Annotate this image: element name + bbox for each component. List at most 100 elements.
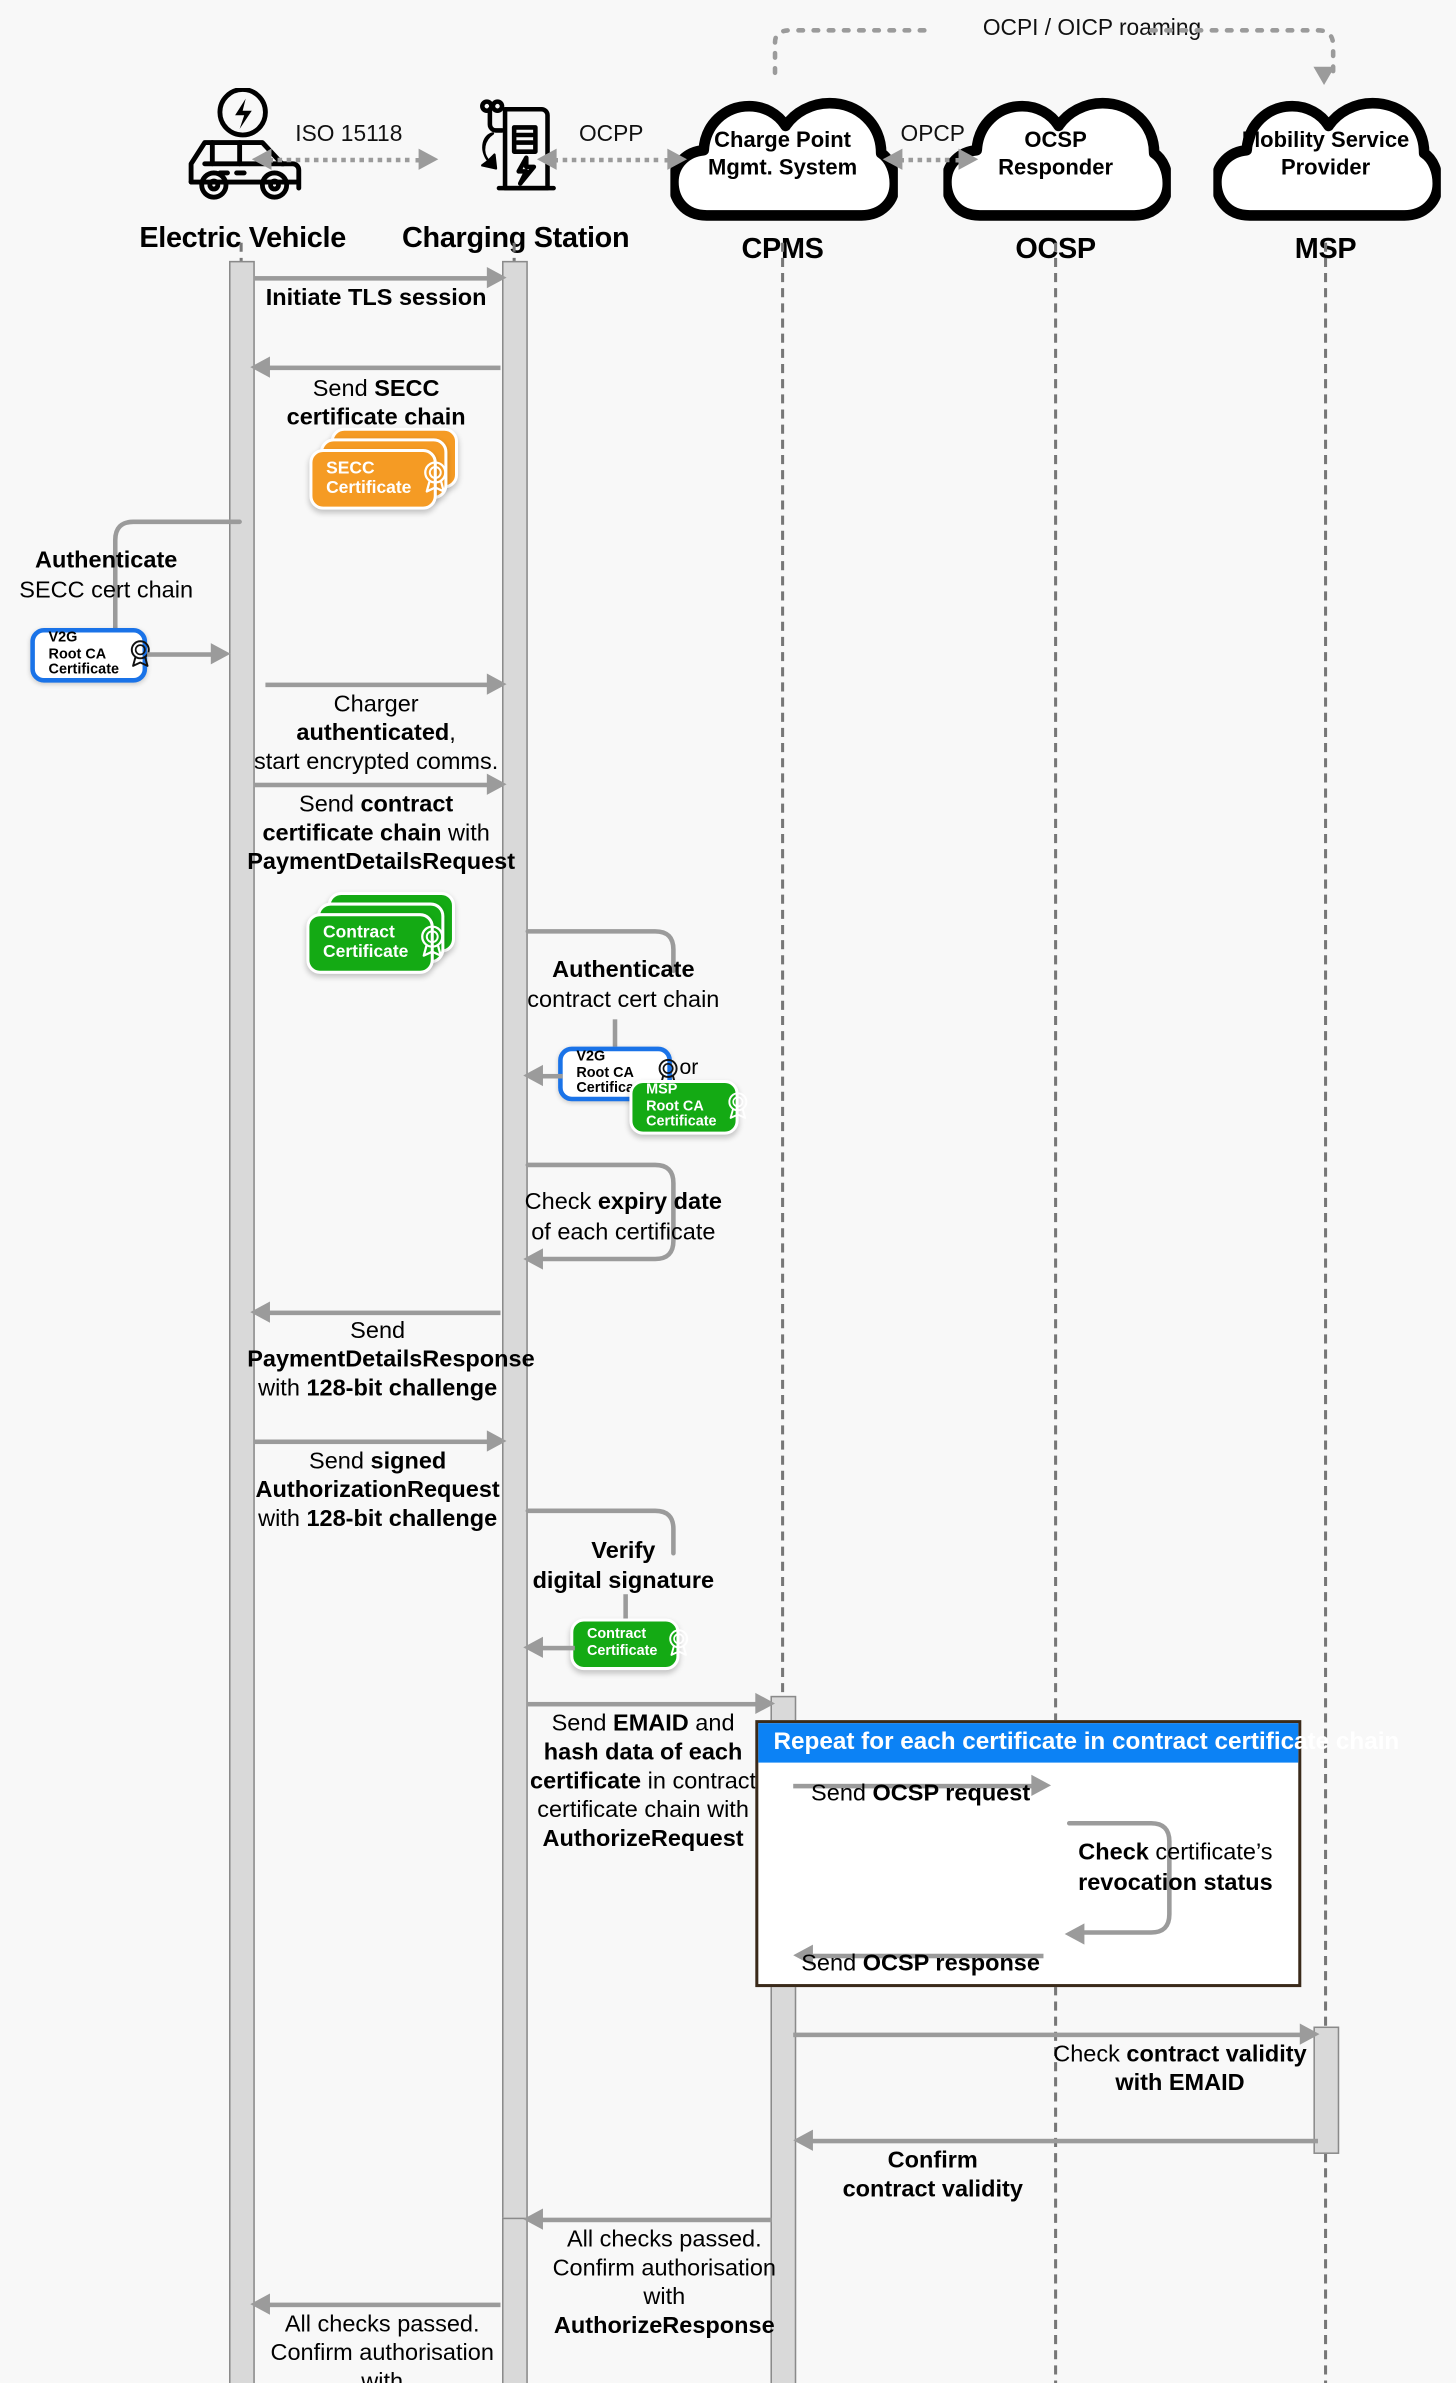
protocol-label-iso15118: ISO 15118 (295, 121, 403, 148)
message-line-send-emaid (526, 1701, 757, 1707)
protocol-line-ocpi-oicp (766, 21, 1373, 82)
electric-car-icon (106, 87, 379, 214)
arrowhead-left-icon (1064, 1923, 1085, 1945)
arrowhead-left-icon (536, 148, 557, 170)
loop-fragment-title: Repeat for each certificate in contract … (758, 1723, 1399, 1763)
arrowhead-down-icon (1313, 66, 1335, 85)
certificate-seal-icon (417, 924, 447, 964)
activation-msp (1313, 2026, 1340, 2154)
arrowhead-left-icon (882, 148, 903, 170)
arrowhead-left-icon (523, 2208, 543, 2230)
actor-label-electric-vehicle: Electric Vehicle (139, 222, 346, 255)
message-line-check-contract-validity (793, 2032, 1303, 2038)
arrowhead-left-icon (251, 148, 272, 170)
arrowhead-right-icon (418, 148, 439, 170)
actor-label-charging-station: Charging Station (402, 222, 630, 255)
lifeline-cpms (781, 242, 785, 2383)
self-action-authenticate-secc (91, 513, 258, 671)
message-line-initiate-tls (253, 276, 489, 281)
connector-or-label: or (679, 1054, 699, 1079)
self-action-authenticate-contract (522, 919, 704, 1086)
arrowhead-left-icon (250, 356, 270, 378)
arrowhead-left-icon (793, 2129, 813, 2151)
connector-line-to-v2g-2 (612, 1019, 618, 1047)
actor-charging-station: Charging Station (379, 88, 652, 256)
arrowhead-right-icon (486, 773, 507, 795)
message-label-ocsp-request: Send OCSP request (811, 1780, 1031, 1807)
arrowhead-left-icon (250, 1301, 270, 1323)
lifeline-msp (1324, 242, 1328, 2383)
protocol-line-iso15118 (266, 157, 422, 163)
protocol-label-ocpp: OCPP (578, 121, 644, 148)
message-label-initiate-tls: Initiate TLS session (265, 285, 487, 311)
certificate-seal-icon (667, 1627, 693, 1662)
arrowhead-right-icon (486, 673, 507, 695)
arrowhead-right-icon (486, 266, 507, 289)
certificate-seal-icon (420, 459, 450, 499)
message-line-confirm-contract-validity (808, 2138, 1318, 2144)
message-line-signed-authorization-request (253, 1439, 489, 1445)
self-action-check-expiry (522, 1156, 704, 1296)
protocol-label-ocpi-oicp: OCPI / OICP roaming (982, 15, 1202, 41)
activation-charging-station (502, 260, 528, 2221)
self-action-verify-signature (522, 1502, 704, 1684)
message-line-authorization-response (265, 2302, 501, 2308)
activation-charging-station-2 (502, 2217, 528, 2383)
arrowhead-right-icon (486, 1430, 507, 1452)
message-label-charger-authenticated: Charger authenticated,start encrypted co… (253, 691, 499, 775)
arrowhead-left-icon (793, 1944, 813, 1966)
arrowhead-right-icon (667, 148, 688, 170)
arrowhead-right-icon (958, 148, 979, 170)
loop-fragment-repeat-each-certificate (755, 1720, 1302, 1988)
message-line-roots-to-cs (538, 1073, 563, 1079)
message-label-ocsp-response: Send OCSP response (801, 1950, 1040, 1977)
certificate-seal-icon (726, 1090, 752, 1125)
message-line-authorize-response (538, 2217, 772, 2223)
arrowhead-right-icon (210, 643, 231, 665)
protocol-line-ocpp (552, 157, 671, 163)
message-line-ocsp-request (793, 1783, 1033, 1789)
charging-station-icon (379, 88, 652, 214)
message-line-ocsp-response (808, 1953, 1044, 1959)
arrowhead-left-icon (523, 1064, 543, 1087)
arrowhead-right-icon (1031, 1774, 1052, 1796)
connector-line-to-contract-cert (623, 1594, 628, 1619)
message-line-contract-chain (253, 782, 489, 788)
arrowhead-left-icon (523, 1636, 543, 1658)
message-label-authorization-response: All checks passed.Confirm authorisation … (270, 2311, 494, 2383)
arrowhead-right-icon (1299, 2023, 1320, 2045)
message-line-v2g-root-to-ev (147, 652, 220, 657)
